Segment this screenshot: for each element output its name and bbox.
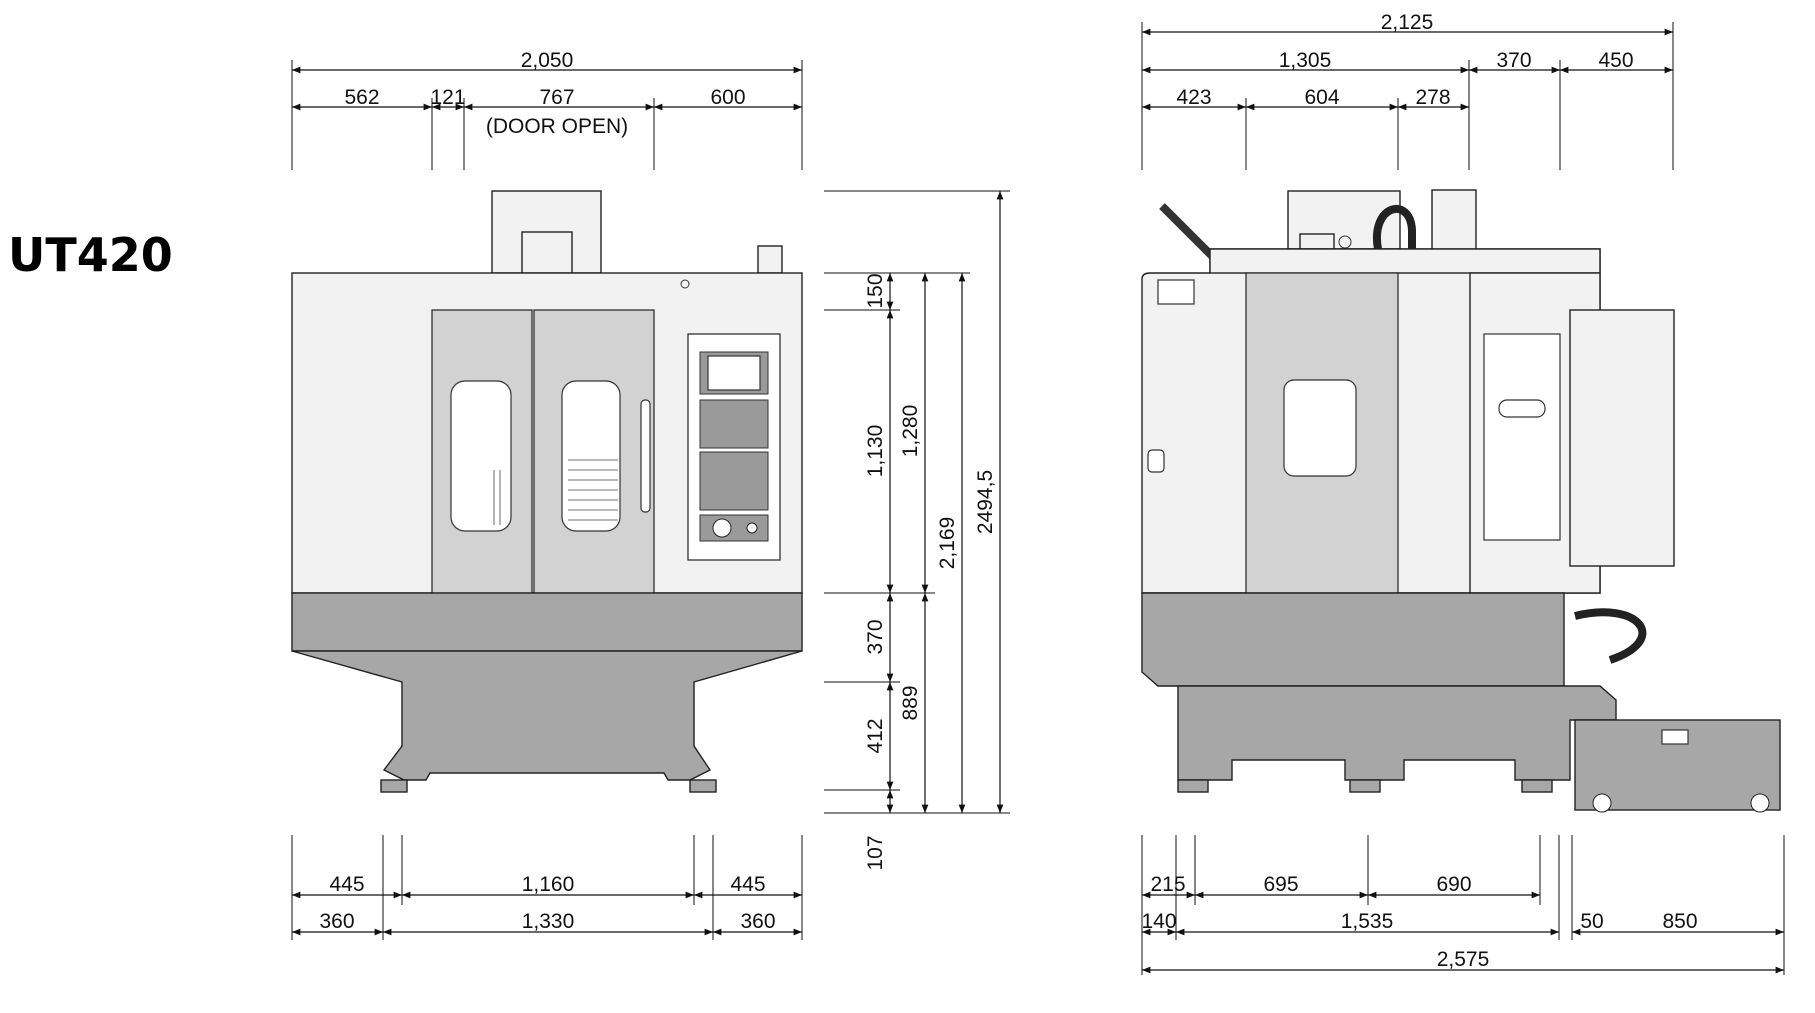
front-vert-1280: 1,280 [899, 405, 922, 458]
front-vert-370: 370 [864, 619, 887, 654]
side-base-upper [1141, 592, 1565, 687]
side-top-total: 2,125 [1381, 11, 1434, 34]
front-leveling-foot-left [380, 779, 408, 793]
front-bottom1-mid: 1,160 [522, 873, 575, 896]
front-left-window [450, 380, 512, 532]
front-keypad-upper [699, 399, 769, 449]
side-view [1141, 189, 1781, 813]
front-view [291, 190, 803, 793]
front-vert-150: 150 [864, 273, 887, 308]
side-bottom2-1: 140 [1141, 910, 1176, 933]
model-title: UT420 [8, 228, 173, 282]
side-top3-3: 278 [1415, 86, 1450, 109]
front-vert-107: 107 [864, 835, 887, 870]
front-bottom1-left: 445 [329, 873, 364, 896]
side-top-cover [1209, 248, 1601, 274]
side-foot-1 [1177, 779, 1209, 793]
front-vert-2494: 2494,5 [974, 470, 997, 534]
side-bottom2-3: 50 [1580, 910, 1603, 933]
side-dimension-lines [1142, 28, 1784, 974]
side-base-lower [1177, 685, 1617, 781]
front-vert-889: 889 [899, 685, 922, 720]
front-bottom1-right: 445 [730, 873, 765, 896]
side-top2-1: 1,305 [1279, 49, 1332, 72]
front-bottom2-right: 360 [740, 910, 775, 933]
front-bottom2-mid: 1,330 [522, 910, 575, 933]
side-top-knob-icon [1338, 235, 1352, 249]
front-top-seg-4: 600 [710, 86, 745, 109]
side-foot-3 [1521, 779, 1553, 793]
side-conveyor-wheel-left [1592, 793, 1612, 813]
side-cable-chain-top [1372, 204, 1416, 250]
side-top3-1: 423 [1176, 86, 1211, 109]
front-bottom2-left: 360 [319, 910, 354, 933]
side-bottom1-3: 690 [1436, 873, 1471, 896]
front-vert-1130: 1,130 [864, 425, 887, 478]
front-vert-412: 412 [864, 718, 887, 753]
front-door-handle [640, 399, 651, 513]
side-top2-3: 450 [1598, 49, 1633, 72]
front-top-total: 2,050 [521, 49, 574, 72]
front-top-seg-2: 121 [430, 86, 465, 109]
side-top3-2: 604 [1304, 86, 1339, 109]
side-bottom2-4: 850 [1662, 910, 1697, 933]
front-spindle-head [521, 231, 573, 274]
side-window [1283, 379, 1357, 477]
side-electrical-cabinet [1569, 309, 1675, 567]
side-bottom1-1: 215 [1150, 873, 1185, 896]
front-dimension-labels: 2,050 562 121 767 600 (DOOR OPEN) 150 1,… [319, 49, 997, 933]
side-bottom1-2: 695 [1263, 873, 1298, 896]
side-extension-lines [1141, 22, 1785, 975]
side-spindle-motor [1431, 189, 1477, 251]
side-bottom2-2: 1,535 [1341, 910, 1394, 933]
front-handwheel-area [699, 514, 769, 542]
side-door-latch-icon [1147, 449, 1165, 473]
front-lamp-icon [680, 279, 690, 289]
front-top-box [757, 245, 783, 274]
front-extension-lines [291, 60, 1010, 940]
side-top2-2: 370 [1496, 49, 1531, 72]
front-right-window [561, 380, 621, 532]
front-keypad-lower [699, 451, 769, 511]
front-base-upper [291, 592, 803, 652]
front-base-lower [291, 650, 803, 781]
side-rear-cabinet [1483, 333, 1561, 541]
side-foot-2 [1349, 779, 1381, 793]
front-door-note: (DOOR OPEN) [486, 115, 628, 138]
front-top-seg-3: 767 [539, 86, 574, 109]
front-dimension-lines [292, 66, 1004, 936]
side-dimension-labels: 2,125 1,305 370 450 423 604 278 215 695 … [1141, 11, 1697, 971]
side-conveyor-handle [1661, 729, 1689, 745]
front-leveling-foot-right [689, 779, 717, 793]
side-bottom-total: 2,575 [1437, 948, 1490, 971]
front-vert-2169: 2,169 [936, 517, 959, 570]
side-coolant-pipe [1159, 203, 1215, 259]
front-handwheel-icon [712, 518, 732, 538]
side-conveyor-wheel-right [1750, 793, 1770, 813]
side-rear-handle [1498, 399, 1546, 418]
side-cable-chain-bottom [1574, 608, 1647, 664]
front-emergency-icon [746, 522, 758, 534]
side-label-plate [1157, 279, 1195, 305]
front-top-seg-1: 562 [344, 86, 379, 109]
front-screen-icon [707, 355, 761, 391]
side-top-box [1299, 233, 1335, 250]
